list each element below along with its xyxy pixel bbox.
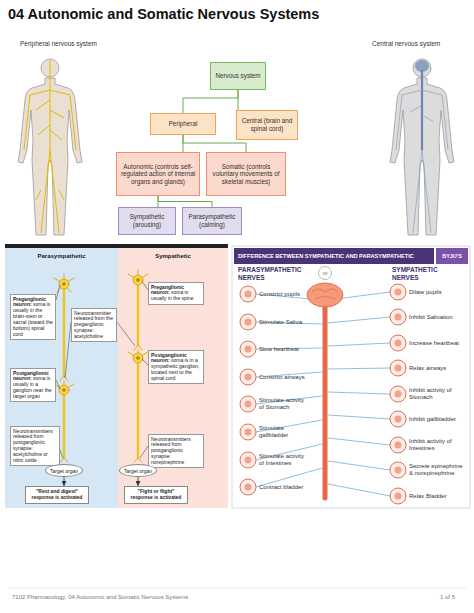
soma [133, 275, 143, 285]
effect-label: Inhibit activity of Intestines [409, 438, 467, 452]
node-text: Neurotransmitters released from postgang… [13, 428, 53, 463]
node-text: soma is usually in the brain-stem or sac… [13, 301, 53, 336]
effect-label: Stimulate activity of Stomach [259, 397, 305, 411]
figure-caption: Central nervous system [372, 40, 472, 47]
effect-label: Increase heartbeat [409, 340, 467, 347]
effect-label: Stimulate gallbladder [259, 425, 305, 439]
node-text: Neurotransmitters released from postgang… [151, 436, 191, 465]
nucleus [136, 278, 140, 282]
peripheral-nerves [24, 60, 76, 233]
vs-circle: vs [318, 266, 332, 280]
page-title: 04 Autonomic and Somatic Nervous Systems [8, 6, 319, 22]
node-text: Autonomic (controls self-regulated actio… [119, 163, 197, 186]
axon [137, 363, 139, 458]
effect-label: Dilate pupils [409, 289, 467, 296]
note-box: Neurotransmitters released from postgang… [10, 426, 60, 466]
division-box: Parasympathetic (calming) [182, 207, 242, 235]
organ-ellipse: Target organ [45, 464, 83, 477]
effect-label: Slow heartbeat [259, 346, 305, 353]
axon [63, 395, 65, 458]
axon [137, 285, 139, 345]
brain-folds [312, 289, 338, 299]
footer-text: 7102 Pharmacology, 04 Autonomic and Soma… [12, 594, 312, 600]
brand-logo: BYJU'S [436, 248, 468, 264]
panel-bar [5, 244, 228, 248]
column-band: SympatheticPreganglionic neuron:soma is … [118, 248, 228, 508]
effect-label: Constrict pupils [259, 291, 305, 298]
effect-label: Inhibit gallbladder [409, 416, 467, 423]
tree-connector [158, 196, 159, 207]
effect-label: Relax airways [409, 365, 467, 372]
nucleus [62, 282, 66, 286]
node-text: vs [323, 270, 328, 276]
effect-label: Inhibit activity of Stomach [409, 387, 467, 401]
organ-glyphs [245, 289, 402, 500]
soma [59, 385, 69, 395]
header-band: DIFFERENCE BETWEEN SYMPATHETIC AND PARAS… [234, 248, 434, 264]
effect-label: Secrete epinephrine & norepinephrine [409, 463, 467, 477]
soma [133, 353, 143, 363]
branch-box: Central (brain and spinal cord) [236, 110, 298, 140]
nucleus [62, 388, 66, 392]
node-text: Target organ [124, 468, 152, 474]
human-figure [18, 59, 82, 235]
nerve-lines [396, 90, 448, 233]
category-box: Somatic (controls voluntary movements of… [206, 152, 286, 196]
node-text: Parasympathetic [5, 248, 118, 259]
footer-rule [8, 588, 466, 589]
tree-connector [158, 196, 212, 207]
node-text: Sympathetic [118, 248, 228, 259]
tree-connector [238, 90, 239, 110]
effect-label: Stimulate activity of Intestines [259, 453, 305, 467]
column-heading: SYMPATHETIC NERVES [392, 266, 464, 282]
effect-label: Contract bladder [259, 484, 305, 491]
note-box: Preganglionic neuron:soma is usually in … [10, 294, 56, 340]
brain-shape [307, 283, 343, 307]
panel-frame [232, 246, 470, 508]
response-box: "Rest and digest" response is activated [25, 486, 89, 504]
note-box: Postganglionic neuron:soma is usually in… [10, 368, 56, 402]
note-box: Neurotransmitter released from the prega… [71, 308, 117, 342]
node-text: Peripheral [169, 120, 198, 128]
node-text: DIFFERENCE BETWEEN SYMPATHETIC AND PARAS… [238, 253, 414, 259]
axon [63, 289, 65, 376]
node-text: Somatic (controls voluntary movements of… [209, 163, 283, 186]
response-box: "Fight or flight" response is activated [124, 486, 188, 504]
node-text: Central (brain and spinal cord) [239, 117, 295, 132]
human-figure [390, 59, 454, 235]
central-nerves [396, 60, 448, 233]
node-text: Sympathetic (arousing) [121, 213, 173, 228]
node-text: Nervous system [215, 72, 260, 80]
note-box: Neurotransmitters released from postgang… [148, 434, 204, 468]
tree-connector [183, 135, 184, 152]
page-number: 1 of 5 [440, 594, 470, 600]
node-text: Neurotransmitter released from the prega… [74, 310, 113, 339]
organ-icons [240, 284, 406, 504]
spinal-cord [323, 304, 328, 498]
tree-connector [183, 90, 238, 113]
division-box: Sympathetic (arousing) [118, 207, 176, 235]
soma [59, 279, 69, 289]
spinal-cord [421, 70, 423, 150]
effect-label: Inhibit Salivation [409, 314, 467, 321]
note-box: Postganglionic neuron:soma is in a sympa… [148, 350, 204, 384]
organ-ellipse: Target organ [119, 464, 157, 477]
effect-label: Constrict airways [259, 374, 305, 381]
nucleus [136, 356, 140, 360]
node-text: Parasympathetic (calming) [185, 213, 239, 228]
column-heading: PARASYMPATHETIC NERVES [238, 266, 310, 282]
effect-label: Relax Bladder [409, 493, 467, 500]
branch-box: Peripheral [150, 113, 216, 135]
category-box: Autonomic (controls self-regulated actio… [116, 152, 200, 196]
figure-caption: Peripheral nervous system [20, 40, 130, 47]
root-box: Nervous system [210, 62, 266, 90]
node-text: Target organ [50, 468, 78, 474]
node-text: "Fight or flight" response is activated [126, 489, 186, 501]
note-box: Preganglionic neuron:soma is usually in … [148, 282, 204, 305]
node-text: "Rest and digest" response is activated [27, 489, 87, 501]
effect-label: Stimulate Saliva [259, 319, 305, 326]
